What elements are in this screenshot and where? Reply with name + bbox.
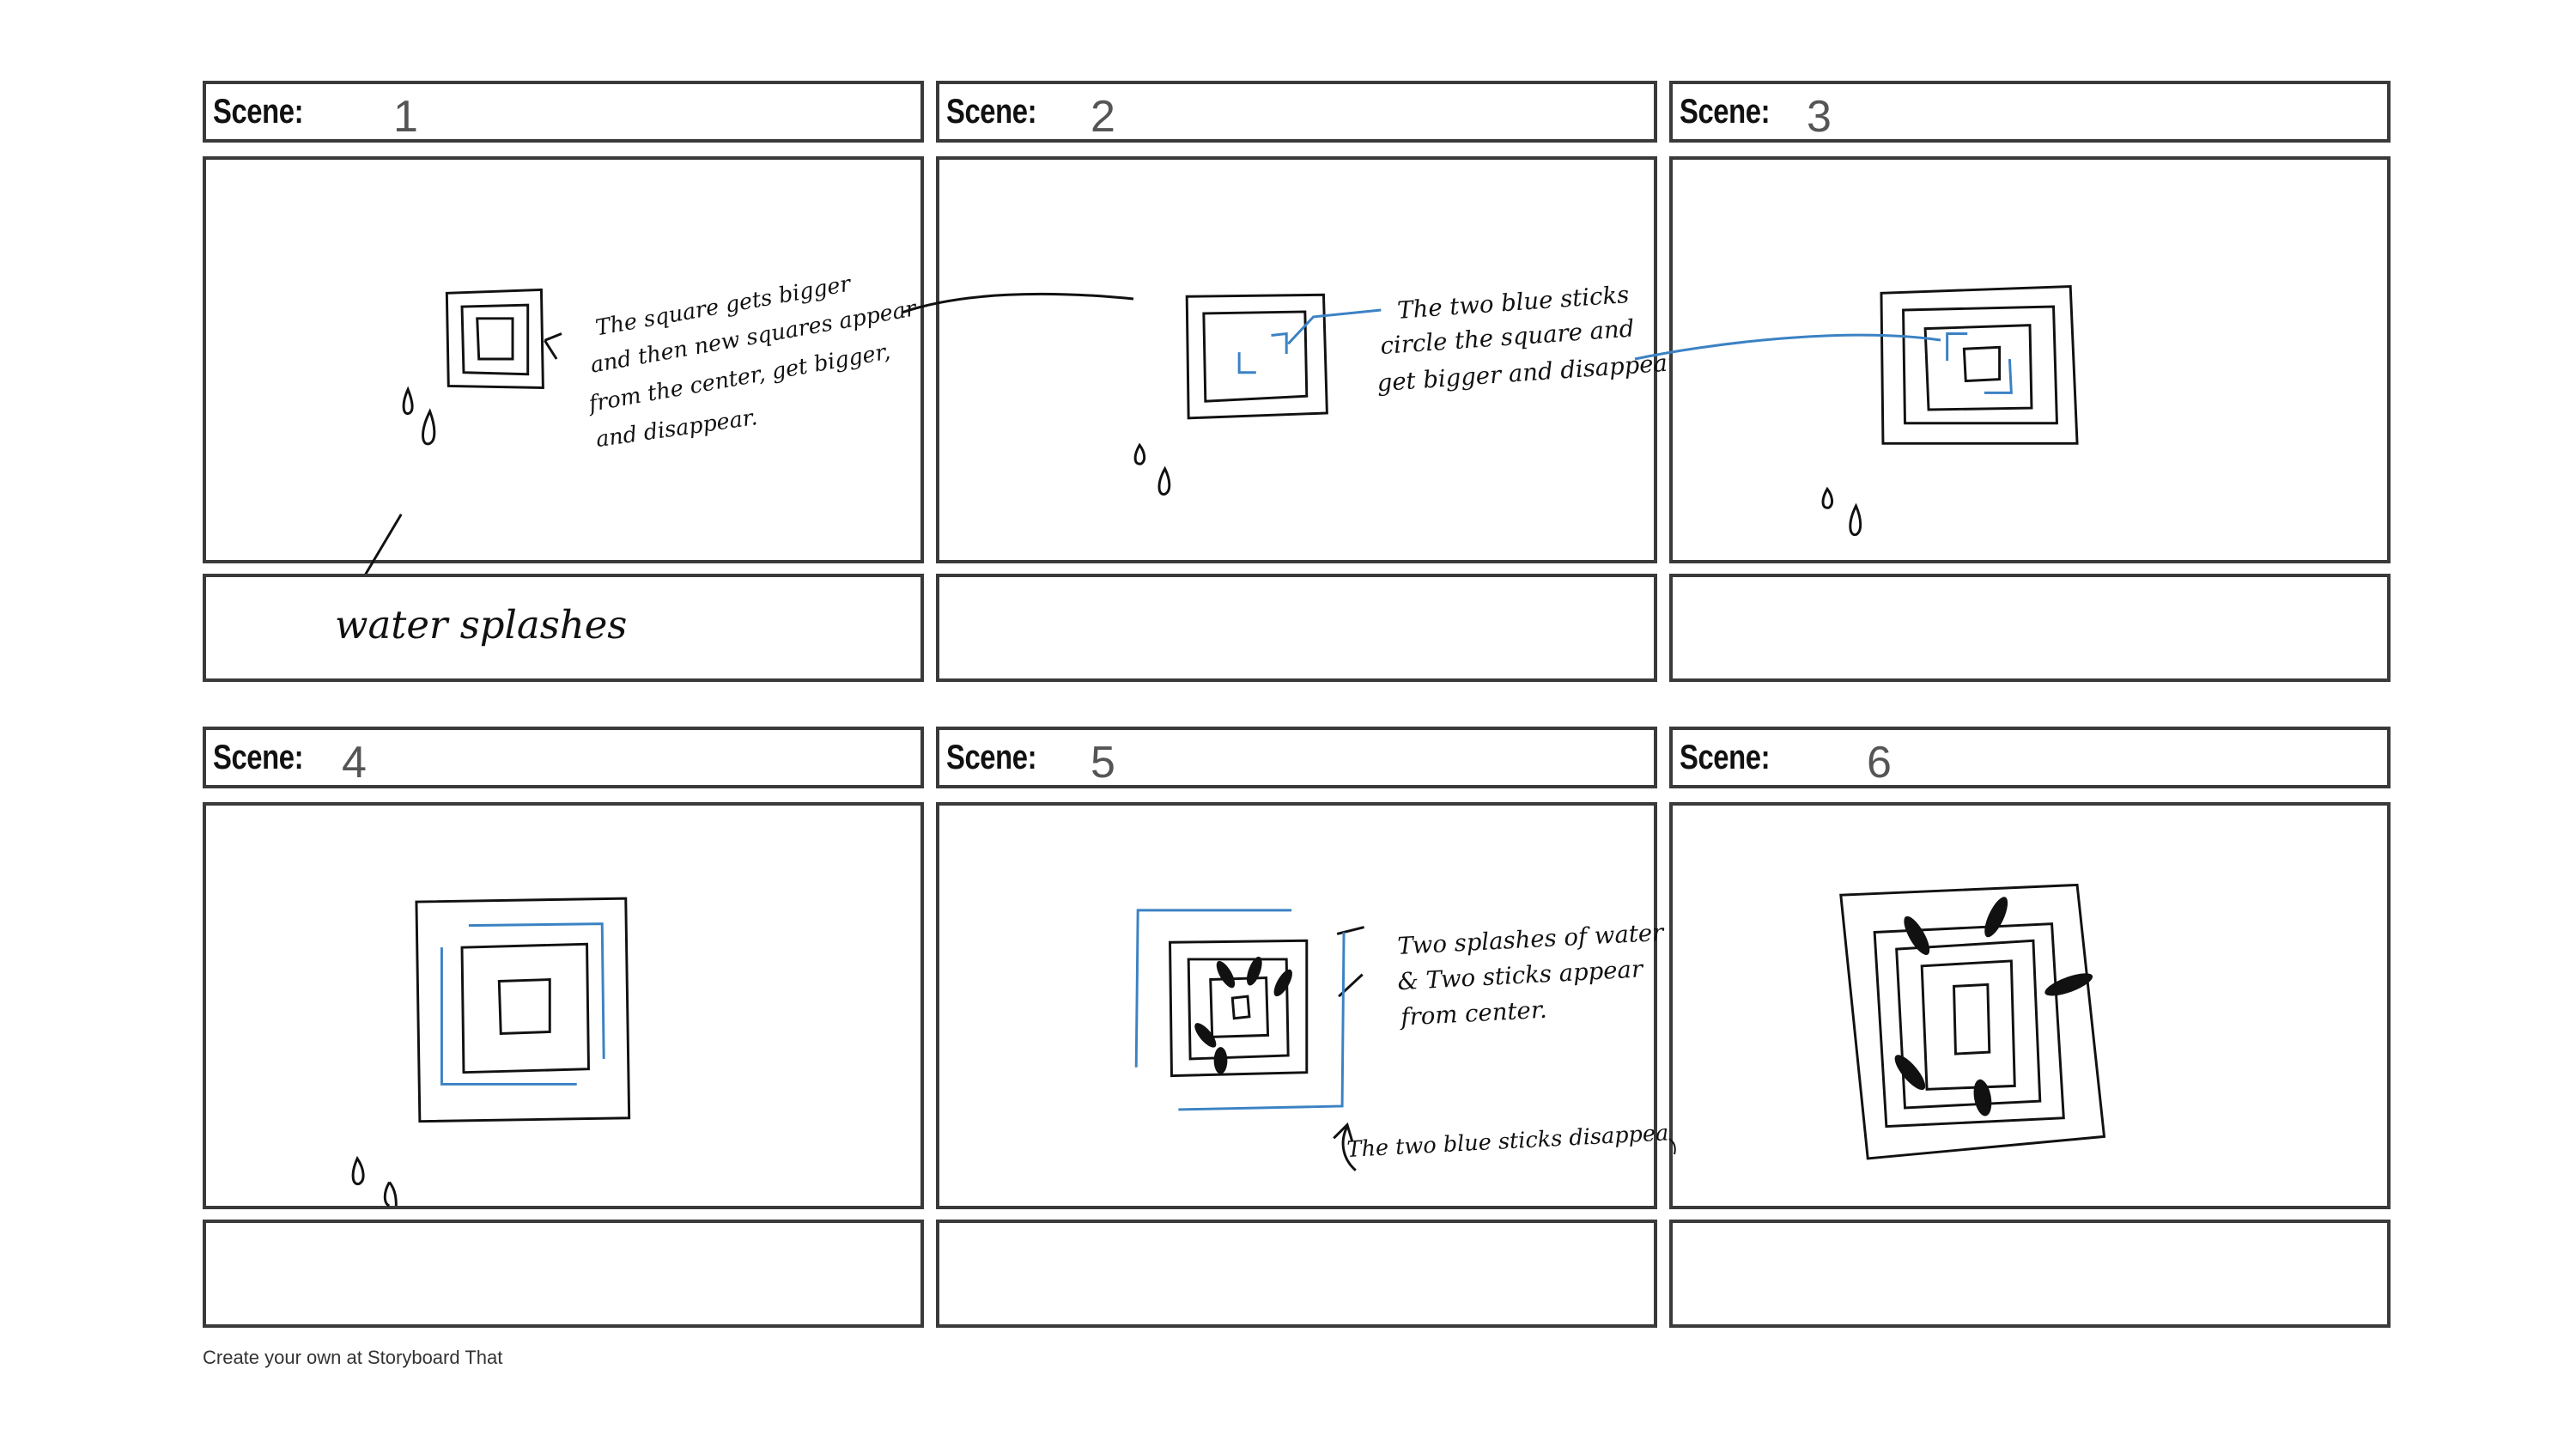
svg-text:from center.: from center. [1399, 996, 1548, 1031]
scene-panel-3 [1669, 156, 2391, 563]
scene-caption-4 [203, 1220, 924, 1328]
caption-text: water splashes [335, 602, 627, 648]
scene-number: 1 [393, 92, 418, 142]
scene-panel-1: The square gets bigger and then new squa… [203, 156, 924, 595]
scene-label: Scene: [1680, 739, 1771, 776]
scene-caption-3 [1669, 574, 2391, 682]
scene-note-1: The square gets bigger and then new squa… [585, 271, 919, 453]
scene-caption-6 [1669, 1220, 2391, 1328]
scene-number: 5 [1091, 738, 1115, 788]
scene-number: 3 [1807, 92, 1832, 142]
svg-text:Two splashes of water: Two splashes of water [1397, 919, 1666, 960]
scene-header-2: Scene: 2 [936, 81, 1657, 143]
sketch-scene-4 [351, 897, 631, 1208]
scene-number: 4 [342, 738, 367, 788]
scene-panel-2: The two blue sticks circle the square an… [936, 156, 1685, 563]
scene-label: Scene: [946, 93, 1037, 131]
scene-header-3: Scene: 3 [1669, 81, 2391, 143]
scene-number: 6 [1867, 738, 1892, 788]
sketch-scene-3 [1821, 284, 2079, 536]
sketch-scene-2: The two blue sticks circle the square an… [1133, 281, 1685, 496]
sketch-scene-1: The square gets bigger and then new squa… [352, 271, 920, 595]
sketch-scene-6 [1839, 883, 2106, 1160]
scene-label: Scene: [1680, 93, 1771, 131]
scene-caption-1: water splashes [203, 574, 924, 682]
scene-note-5: Two splashes of water & Two sticks appea… [1346, 919, 1685, 1163]
scene-panel-4 [203, 802, 924, 1209]
scene-note-2: The two blue sticks circle the square an… [1376, 281, 1685, 397]
svg-text:The two blue sticks disappear.: The two blue sticks disappear. [1346, 1119, 1685, 1163]
scene-number: 2 [1091, 92, 1115, 142]
scene-header-4: Scene: 4 [203, 727, 924, 788]
scene-label: Scene: [213, 93, 304, 131]
scene-label: Scene: [946, 739, 1037, 776]
scene-header-5: Scene: 5 [936, 727, 1657, 788]
scene-panel-6 [1669, 802, 2391, 1209]
scene-label: Scene: [213, 739, 304, 776]
scene-panel-5: Two splashes of water & Two sticks appea… [936, 802, 1684, 1209]
svg-text:& Two sticks appear: & Two sticks appear [1397, 955, 1645, 995]
footer-credit: Create your own at Storyboard That [203, 1347, 503, 1368]
sketch-scene-5: Two splashes of water & Two sticks appea… [1134, 909, 1684, 1171]
scene-header-1: Scene: 1 [203, 81, 924, 143]
scene-caption-2 [936, 574, 1657, 682]
scene-header-6: Scene: 6 [1669, 727, 2391, 788]
scene-caption-5 [936, 1220, 1657, 1328]
